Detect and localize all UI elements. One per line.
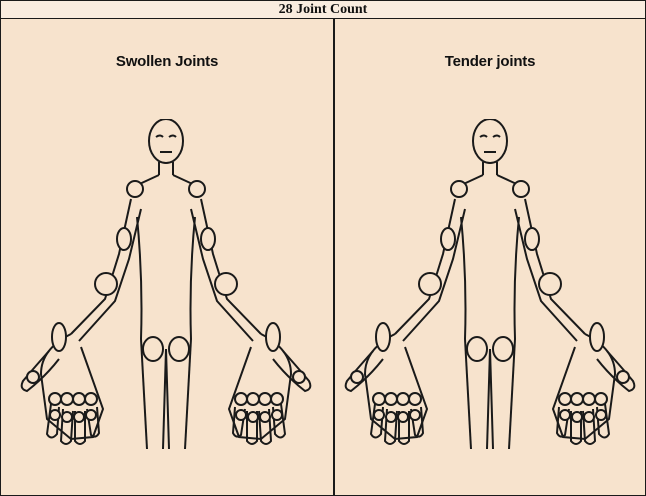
swollen-joints-panel: Swollen Joints <box>1 19 335 495</box>
swollen-joints-title: Swollen Joints <box>1 53 333 70</box>
tender-joints-panel: Tender joints <box>335 19 645 495</box>
swollen-joints-body-figure <box>11 119 321 449</box>
form-title: 28 Joint Count <box>1 1 645 19</box>
tender-joints-title: Tender joints <box>335 53 645 70</box>
tender-joints-body-figure <box>335 119 645 449</box>
